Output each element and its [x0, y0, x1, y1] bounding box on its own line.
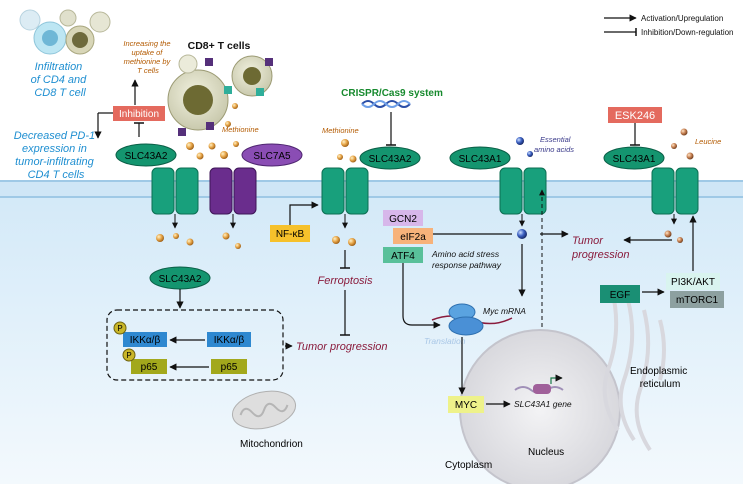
slc43a2-left-label: SLC43A2 [125, 151, 168, 162]
legend-inhibition: Inhibition/Down-regulation [641, 28, 734, 37]
uptake-note: Increasing the uptake of methionine by T… [123, 39, 172, 75]
eif2a-box [393, 228, 433, 244]
translation-label: Translation [424, 336, 466, 346]
nucleus-label: Nucleus [528, 447, 564, 458]
ikk-label: IKKα/β [214, 335, 245, 346]
ribosome-icon [448, 303, 484, 336]
slc43a1-gene-label: SLC43A1 gene [514, 399, 572, 409]
slc43a2-mid-label: SLC43A2 [369, 154, 412, 165]
slc43a2-left-badge [115, 143, 177, 167]
slc43a1-mid-transporter [499, 167, 547, 215]
cd8-title: CD8+ T cells [188, 40, 251, 52]
essential-aa-label: Essential amino acids [534, 135, 574, 154]
svg-text:P: P [126, 351, 131, 360]
slc43a2-left-transporter [151, 167, 199, 215]
tumor-progression-right: Tumor progression [571, 235, 629, 261]
slc43a1-mid-badge [449, 146, 511, 170]
cd8-tcell-icon [167, 54, 273, 136]
legend-activation: Activation/Upregulation [641, 14, 723, 23]
esk246-box [608, 107, 662, 123]
slc43a1-right-badge [603, 146, 665, 170]
ikk-p-label: IKKα/β [130, 335, 161, 346]
methionine-balls-left [186, 141, 239, 160]
tumor-progression-left: Tumor progression [296, 341, 388, 353]
eif2a-label: eIF2a [400, 232, 426, 243]
p65-box [211, 359, 247, 374]
cytoplasm-label: Cytoplasm [445, 460, 492, 471]
phospho-badge-p65 [122, 348, 136, 362]
legend: Activation/Upregulation Inhibition/Down-… [604, 14, 734, 37]
pd1-text: Decreased PD-1 expression in tumor-infil… [14, 130, 98, 181]
gene-dna-icon [514, 374, 564, 394]
egf-label: EGF [610, 290, 631, 301]
esk246-label: ESK246 [615, 110, 655, 122]
p65-p-label: p65 [141, 362, 158, 373]
slc7a5-badge [241, 143, 303, 167]
er-label: Endoplasmic reticulum [630, 366, 690, 390]
mitochondrion-label: Mitochondrion [240, 439, 303, 450]
ikk-box [207, 332, 251, 347]
slc43a1-right-label: SLC43A1 [613, 154, 656, 165]
atf4-box [383, 247, 423, 263]
cell-membrane [0, 180, 743, 198]
svg-text:P: P [117, 324, 122, 333]
myc-mrna-label: Myc mRNA [483, 306, 526, 316]
p65-label: p65 [221, 362, 238, 373]
ikk-p-box [123, 332, 167, 347]
egf-box [600, 285, 640, 303]
ferroptosis-label: Ferroptosis [317, 275, 373, 287]
ikk-complex-box [106, 309, 284, 381]
mtorc1-label: mTORC1 [676, 295, 718, 306]
mitochondrion-icon [231, 390, 297, 430]
slc7a5-transporter [209, 167, 257, 215]
myc-box [448, 396, 484, 413]
slc43a2-mid-transporter [321, 167, 369, 215]
leucine-label: Leucine [695, 137, 721, 146]
gcn2-label: GCN2 [389, 214, 417, 225]
aa-stress-label: Amino acid stress response pathway [431, 249, 502, 270]
inhibition-box [113, 106, 165, 121]
nfkb-label: NF-κB [276, 229, 305, 240]
slc43a2-cyto-label: SLC43A2 [159, 274, 202, 285]
p65-p-box [131, 359, 167, 374]
pi3k-box [666, 273, 720, 290]
pi3k-label: PI3K/AKT [671, 277, 715, 288]
endoplasmic-reticulum-icon [602, 289, 666, 452]
methionine-left-label: Methionine [222, 125, 259, 134]
myc-label: MYC [455, 400, 477, 411]
nfkb-box [270, 225, 310, 242]
tcell-cluster-icon [19, 9, 111, 55]
atf4-label: ATF4 [391, 251, 415, 262]
gcn2-box [383, 210, 423, 226]
infiltration-text: Infiltration of CD4 and CD8 T cell [31, 61, 90, 99]
methionine-mid-label: Methionine [322, 126, 359, 135]
phospho-badge-ikk [113, 321, 127, 335]
crispr-label: CRISPR/Cas9 system [341, 88, 443, 99]
slc43a2-mid-badge [359, 146, 421, 170]
slc7a5-label: SLC7A5 [253, 151, 291, 162]
slc43a1-mid-label: SLC43A1 [459, 154, 502, 165]
slc43a1-right-transporter [651, 167, 699, 215]
mtorc1-box [670, 291, 724, 308]
inhibition-label: Inhibition [119, 109, 159, 120]
